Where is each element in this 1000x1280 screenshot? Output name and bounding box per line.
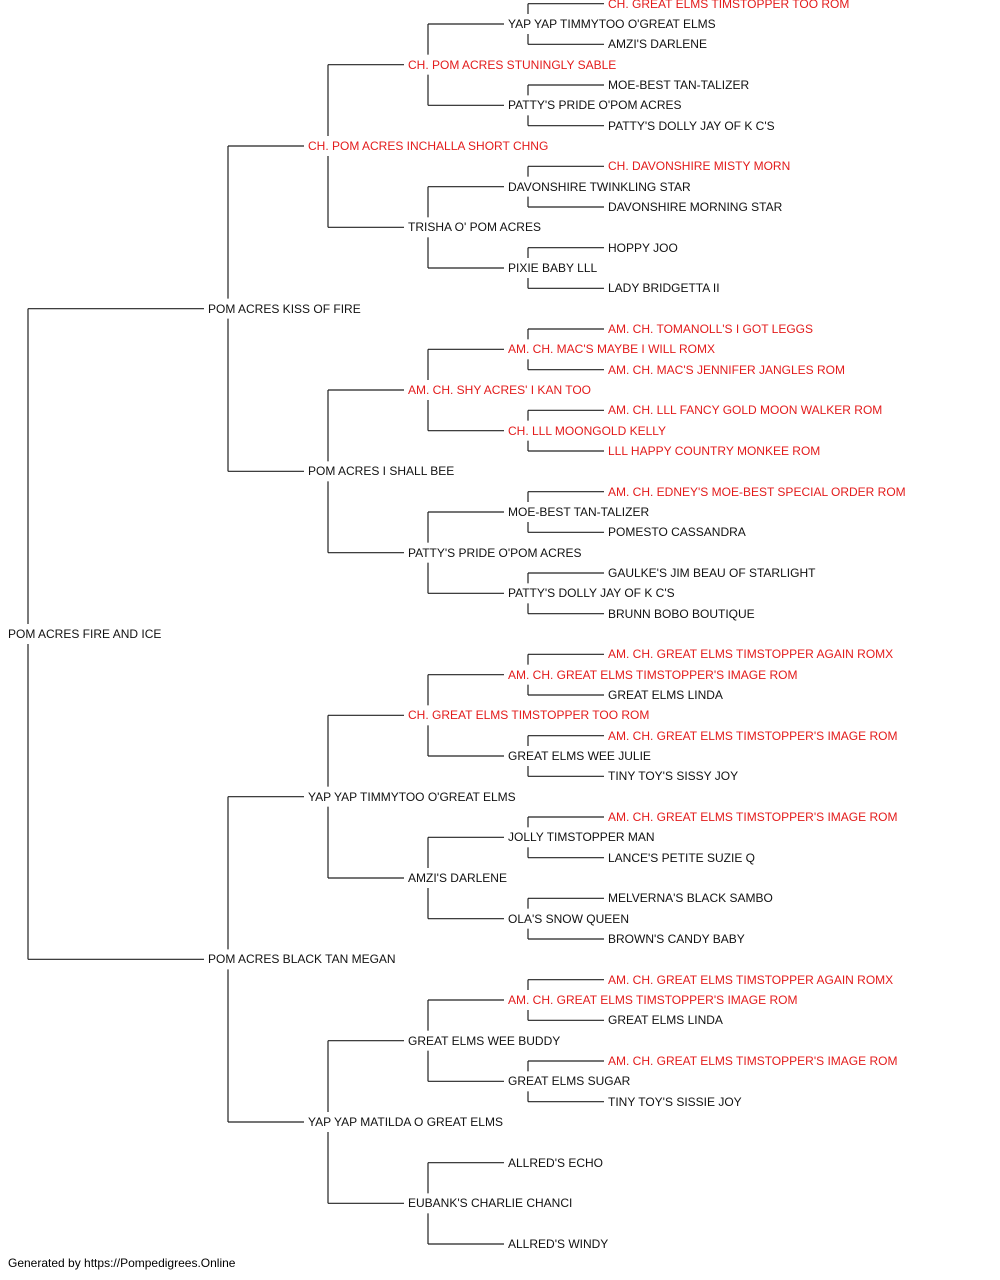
ancestor-name: AM. CH. GREAT ELMS TIMSTOPPER'S IMAGE RO… — [608, 810, 898, 824]
ancestor-name: TRISHA O' POM ACRES — [408, 220, 541, 235]
ancestor-name: DAVONSHIRE TWINKLING STAR — [508, 179, 691, 194]
ancestor-name: HOPPY JOO — [608, 240, 678, 255]
ancestor-name: CH. GREAT ELMS TIMSTOPPER TOO ROM — [408, 708, 650, 723]
ancestor-name: MELVERNA'S BLACK SAMBO — [608, 891, 773, 906]
ancestor-name: JOLLY TIMSTOPPER MAN — [508, 830, 655, 845]
ancestor-name: GREAT ELMS SUGAR — [508, 1074, 631, 1089]
ancestor-name: POM ACRES BLACK TAN MEGAN — [208, 952, 396, 967]
ancestor-name: PATTY'S DOLLY JAY OF K C'S — [608, 118, 775, 133]
ancestor-name: AM. CH. EDNEY'S MOE-BEST SPECIAL ORDER R… — [608, 484, 906, 499]
ancestor-name: GAULKE'S JIM BEAU OF STARLIGHT — [608, 566, 816, 580]
ancestor-name: TINY TOY'S SISSIE JOY — [608, 1094, 742, 1109]
ancestor-name: AMZI'S DARLENE — [608, 37, 707, 52]
ancestor-name: PATTY'S PRIDE O'POM ACRES — [508, 98, 682, 113]
ancestor-name: GREAT ELMS WEE BUDDY — [408, 1033, 561, 1048]
ancestor-name: AM. CH. GREAT ELMS TIMSTOPPER'S IMAGE RO… — [508, 667, 798, 682]
ancestor-name: BROWN'S CANDY BABY — [608, 932, 745, 946]
ancestor-name: LLL HAPPY COUNTRY MONKEE ROM — [608, 444, 821, 458]
ancestor-name: AM. CH. LLL FANCY GOLD MOON WALKER ROM — [608, 403, 883, 418]
generated-by-footer: Generated by https://Pompedigrees.Online — [8, 1256, 236, 1270]
ancestor-name: ALLRED'S ECHO — [508, 1155, 603, 1170]
ancestor-name: TINY TOY'S SISSY JOY — [608, 769, 739, 784]
ancestor-name: AM. CH. GREAT ELMS TIMSTOPPER'S IMAGE RO… — [608, 1054, 898, 1068]
ancestor-name: POM ACRES KISS OF FIRE — [208, 301, 361, 316]
ancestor-name: GREAT ELMS LINDA — [608, 1013, 723, 1028]
ancestor-name: AM. CH. GREAT ELMS TIMSTOPPER'S IMAGE RO… — [508, 993, 798, 1007]
ancestor-name: AM. CH. GREAT ELMS TIMSTOPPER AGAIN ROMX — [608, 972, 894, 987]
ancestor-name: AM. CH. GREAT ELMS TIMSTOPPER'S IMAGE RO… — [608, 728, 898, 743]
ancestor-name: MOE-BEST TAN-TALIZER — [608, 78, 750, 92]
ancestor-name: PATTY'S PRIDE O'POM ACRES — [408, 545, 582, 560]
ancestor-name: OLA'S SNOW QUEEN — [508, 911, 629, 926]
ancestor-name: ALLRED'S WINDY — [508, 1237, 609, 1251]
ancestor-name: PATTY'S DOLLY JAY OF K C'S — [508, 586, 675, 601]
ancestor-name: DAVONSHIRE MORNING STAR — [608, 200, 783, 214]
ancestor-name: POM ACRES I SHALL BEE — [308, 464, 455, 479]
ancestor-name: CH. DAVONSHIRE MISTY MORN — [608, 159, 791, 174]
ancestor-name: AM. CH. MAC'S JENNIFER JANGLES ROM — [608, 362, 845, 377]
ancestor-name: MOE-BEST TAN-TALIZER — [508, 505, 650, 519]
ancestor-name: AM. CH. TOMANOLL'S I GOT LEGGS — [608, 322, 814, 336]
ancestor-name: LANCE'S PETITE SUZIE Q — [608, 850, 755, 865]
subject-dog-name: POM ACRES FIRE AND ICE — [8, 627, 162, 641]
ancestor-name: EUBANK'S CHARLIE CHANCI — [408, 1196, 573, 1211]
ancestor-name: CH. POM ACRES INCHALLA SHORT CHNG — [308, 139, 549, 153]
ancestor-name: CH. LLL MOONGOLD KELLY — [508, 423, 667, 438]
ancestor-name: PIXIE BABY LLL — [508, 261, 598, 275]
ancestor-name: YAP YAP TIMMYTOO O'GREAT ELMS — [308, 789, 516, 804]
ancestor-name: POMESTO CASSANDRA — [608, 525, 746, 540]
ancestor-name: AM. CH. GREAT ELMS TIMSTOPPER AGAIN ROMX — [608, 647, 894, 662]
ancestor-name: GREAT ELMS LINDA — [608, 688, 723, 702]
ancestor-name: YAP YAP TIMMYTOO O'GREAT ELMS — [508, 17, 716, 31]
ancestor-name: CH. GREAT ELMS TIMSTOPPER TOO ROM — [608, 0, 850, 11]
ancestor-name: AM. CH. SHY ACRES' I KAN TOO — [408, 383, 592, 397]
ancestor-name: AM. CH. MAC'S MAYBE I WILL ROMX — [508, 342, 715, 357]
ancestor-name: GREAT ELMS WEE JULIE — [508, 749, 651, 763]
ancestor-name: AMZI'S DARLENE — [408, 871, 507, 885]
ancestor-name: YAP YAP MATILDA O GREAT ELMS — [308, 1115, 503, 1129]
ancestor-name: CH. POM ACRES STUNINGLY SABLE — [408, 57, 617, 72]
ancestor-name: LADY BRIDGETTA II — [608, 281, 720, 296]
ancestor-name: BRUNN BOBO BOUTIQUE — [608, 606, 755, 621]
